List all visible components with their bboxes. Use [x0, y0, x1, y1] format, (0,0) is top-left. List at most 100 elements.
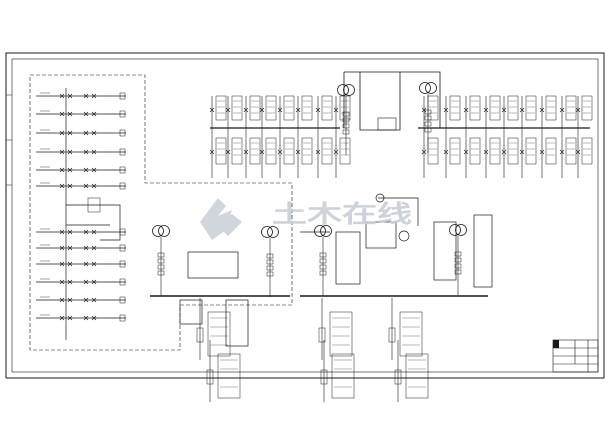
meter-box [265, 95, 277, 121]
breaker-symbol [67, 229, 73, 235]
meter-box [283, 137, 295, 165]
left-riser [65, 88, 121, 340]
breaker-symbol [67, 149, 73, 155]
switch-element [266, 259, 274, 265]
meter-box [449, 95, 461, 121]
terminal-box [119, 148, 126, 156]
breaker-symbol [315, 149, 321, 155]
meter-box [507, 137, 519, 165]
breaker-symbol [91, 279, 97, 285]
breaker-symbol [463, 107, 469, 113]
breaker-symbol [67, 111, 73, 117]
breaker-symbol [59, 149, 65, 155]
breaker-symbol [59, 130, 65, 136]
meter-box [283, 95, 295, 121]
meter-box [215, 137, 227, 165]
feeder-panel [217, 353, 241, 399]
transformer-winding [320, 225, 332, 237]
meter-box [265, 137, 277, 165]
hv-incoming-section [343, 71, 441, 131]
breaker-symbol [559, 149, 565, 155]
breaker-symbol [83, 93, 89, 99]
breaker-symbol [59, 261, 65, 267]
breaker-symbol [67, 167, 73, 173]
switch-element [454, 269, 462, 275]
switch-element [342, 123, 350, 129]
switch-element [454, 263, 462, 269]
breaker-symbol [91, 297, 97, 303]
breaker-symbol [259, 149, 265, 155]
breaker-symbol [91, 245, 97, 251]
breaker-symbol [559, 107, 565, 113]
breaker-symbol [501, 149, 507, 155]
transformer-winding [425, 82, 437, 94]
breaker-symbol [483, 149, 489, 155]
transformer-winding [152, 225, 164, 237]
meter-box [301, 95, 313, 121]
transformer-winding [343, 84, 355, 96]
breaker-symbol [315, 107, 321, 113]
breaker-symbol [83, 130, 89, 136]
breaker-symbol [83, 183, 89, 189]
terminal-box [119, 296, 126, 304]
middle-right-equipment [300, 193, 493, 288]
meter-box [301, 137, 313, 165]
breaker-symbol [243, 149, 249, 155]
switch-element [266, 271, 274, 277]
breaker-symbol [483, 107, 489, 113]
breaker-symbol [91, 261, 97, 267]
transformer-winding [419, 82, 431, 94]
breaker-symbol [575, 149, 581, 155]
breaker-symbol [59, 167, 65, 173]
title-block [552, 339, 599, 373]
switch-element [319, 264, 327, 270]
meter-box [525, 137, 537, 165]
breaker-symbol [59, 279, 65, 285]
switch-element [157, 264, 165, 270]
transformer-winding [314, 225, 326, 237]
switch-element [157, 270, 165, 276]
meter-box [427, 95, 439, 121]
breaker-symbol [59, 229, 65, 235]
breaker-symbol [295, 107, 301, 113]
breaker-symbol [277, 149, 283, 155]
terminal-box [119, 314, 126, 322]
switch-element [196, 327, 204, 343]
terminal-box [119, 110, 126, 118]
switch-element [319, 270, 327, 276]
breaker-symbol [83, 261, 89, 267]
breaker-symbol [91, 111, 97, 117]
switch-element [454, 251, 462, 257]
breaker-symbol [59, 183, 65, 189]
breaker-symbol [443, 149, 449, 155]
terminal-box [119, 129, 126, 137]
meter-box [249, 95, 261, 121]
breaker-symbol [67, 130, 73, 136]
breaker-symbol [83, 111, 89, 117]
terminal-box [119, 260, 126, 268]
breaker-symbol [59, 111, 65, 117]
feeder-panel [331, 353, 355, 399]
feeder-panel [405, 353, 429, 399]
breaker-symbol [575, 107, 581, 113]
breaker-symbol [83, 279, 89, 285]
switch-element [319, 252, 327, 258]
breaker-symbol [67, 261, 73, 267]
breaker-symbol [243, 107, 249, 113]
breaker-symbol [91, 315, 97, 321]
switch-element [318, 327, 326, 343]
breaker-symbol [83, 315, 89, 321]
breaker-symbol [209, 149, 215, 155]
meter-box [231, 95, 243, 121]
breaker-symbol [67, 93, 73, 99]
watermark-text: 土木在线 [272, 200, 412, 228]
meter-box [581, 95, 593, 121]
feeder-panel [399, 311, 423, 357]
terminal-box [119, 166, 126, 174]
meter-box [249, 137, 261, 165]
meter-box [321, 95, 333, 121]
breaker-symbol [519, 149, 525, 155]
breaker-symbol [91, 149, 97, 155]
meter-box [231, 137, 243, 165]
